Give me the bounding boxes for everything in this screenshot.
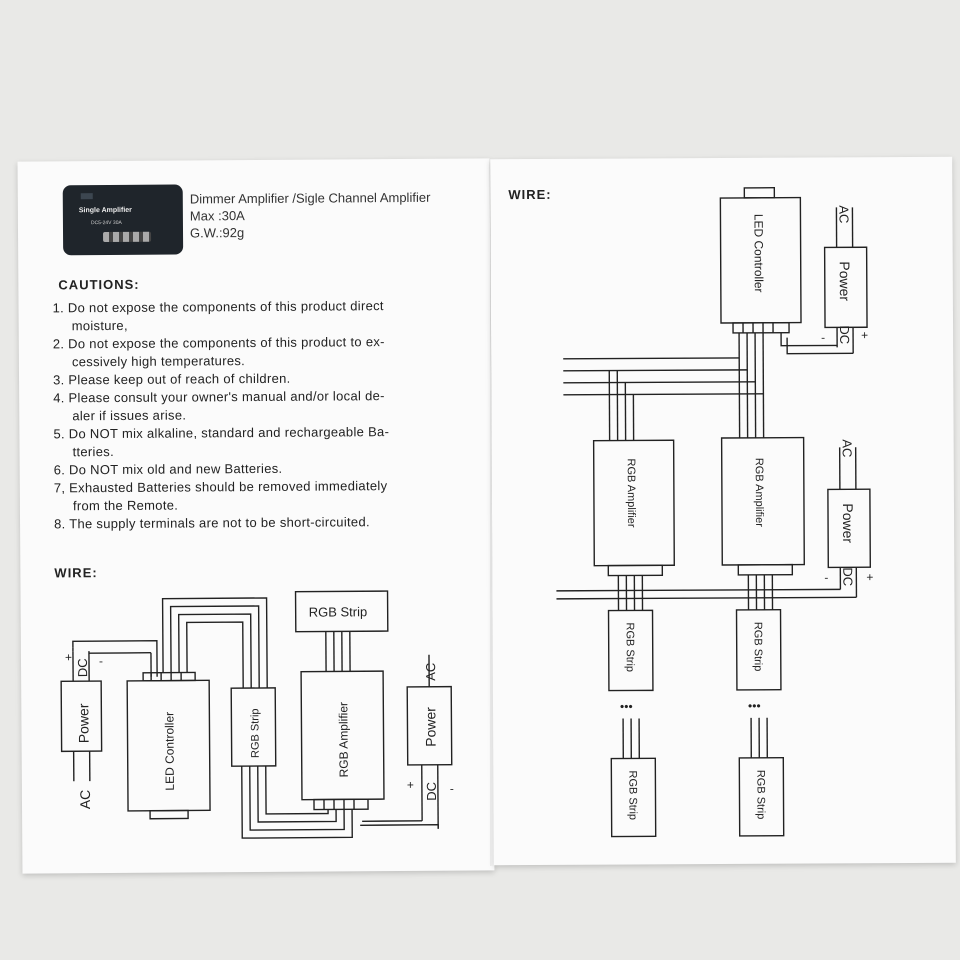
power-label-bottom-right: Power xyxy=(840,503,856,543)
power-box-left xyxy=(60,680,103,753)
ac-label-right: AC xyxy=(423,663,438,681)
power-label-right: Power xyxy=(422,707,438,747)
plus-label-left: + xyxy=(65,650,72,664)
plus-label-top-right: + xyxy=(861,328,868,342)
description-line: G.W.:92g xyxy=(189,225,245,241)
wiring-diagram-right: LED Controller AC Power DC - + RGB Ampli… xyxy=(556,187,873,838)
cautions-heading: CAUTIONS: xyxy=(58,276,140,293)
right-page: WIRE: xyxy=(490,156,956,866)
power-label-left: Power xyxy=(75,703,91,743)
dc-label-right: DC xyxy=(424,782,439,801)
continuation-dots-a: ••• xyxy=(620,699,633,713)
rgb-strip-box-right-a xyxy=(607,609,654,692)
rgb-amplifier-label-left: RGB Amplifier xyxy=(336,702,351,777)
caution-item: 8. The supply terminals are not to be sh… xyxy=(53,514,370,532)
minus-label-top-right: - xyxy=(821,330,825,344)
dc-label-left: DC xyxy=(75,658,90,677)
dc-label-top-right: DC xyxy=(837,325,852,344)
power-box-top-right xyxy=(823,246,868,329)
power-label-top-right: Power xyxy=(837,261,853,301)
wiring-diagram-left: + - DC Power AC LED Controller RGB Strip… xyxy=(60,590,454,839)
rgb-amplifier-label-right-a: RGB Amplifier xyxy=(625,458,637,527)
rgb-strip-box-right-c xyxy=(610,757,657,838)
product-terminals xyxy=(103,231,152,243)
minus-label-bottom-right: - xyxy=(824,570,828,584)
rgb-strip-top-label: RGB Strip xyxy=(309,604,368,619)
rgb-strip-label-right-c: RGB Strip xyxy=(626,770,638,820)
rgb-strip-label-right-a: RGB Strip xyxy=(624,622,636,672)
continuation-dots-b: ••• xyxy=(748,699,761,713)
led-controller-label-left: LED Controller xyxy=(162,712,177,791)
ac-label-left: AC xyxy=(77,790,93,810)
rgb-strip-box-right-d xyxy=(738,756,785,837)
ac-label-top-right: AC xyxy=(836,205,851,223)
rgb-strip-label-right-b: RGB Strip xyxy=(752,622,764,672)
rgb-strip-top-box xyxy=(294,590,389,633)
rgb-strip-box-left xyxy=(230,687,277,767)
product-description: Dimmer Amplifier /Sigle Channel Amplifie… xyxy=(190,189,431,242)
rgb-strip-label-left: RGB Strip xyxy=(249,708,261,758)
product-led xyxy=(80,193,93,200)
description-line: Max :30A xyxy=(189,208,245,224)
wire-heading-left: WIRE: xyxy=(54,565,98,581)
rgb-amplifier-label-right-b: RGB Amplifier xyxy=(753,458,765,527)
minus-label-left: - xyxy=(99,654,103,668)
cautions-list: 1. Do not expose the components of this … xyxy=(52,296,474,533)
plus-label-bottom-right: + xyxy=(866,570,873,584)
product-image: Single Amplifier DC5-24V 30A xyxy=(62,184,184,256)
rgb-strip-box-right-b xyxy=(735,608,782,691)
description-line: Dimmer Amplifier /Sigle Channel Amplifie… xyxy=(189,189,431,207)
dc-label-bottom-right: DC xyxy=(840,567,855,586)
led-controller-label-right: LED Controller xyxy=(751,214,765,293)
minus-label-right: - xyxy=(450,782,454,796)
product-image-spec: DC5-24V 30A xyxy=(90,219,122,227)
ac-label-bottom-right: AC xyxy=(840,439,855,457)
rgb-strip-label-right-d: RGB Strip xyxy=(754,770,766,820)
left-page: Single Amplifier DC5-24V 30A Dimmer Ampl… xyxy=(17,158,495,874)
plus-label-right: + xyxy=(407,778,414,792)
product-image-title: Single Amplifier xyxy=(78,206,132,215)
power-box-bottom-right xyxy=(827,488,872,569)
